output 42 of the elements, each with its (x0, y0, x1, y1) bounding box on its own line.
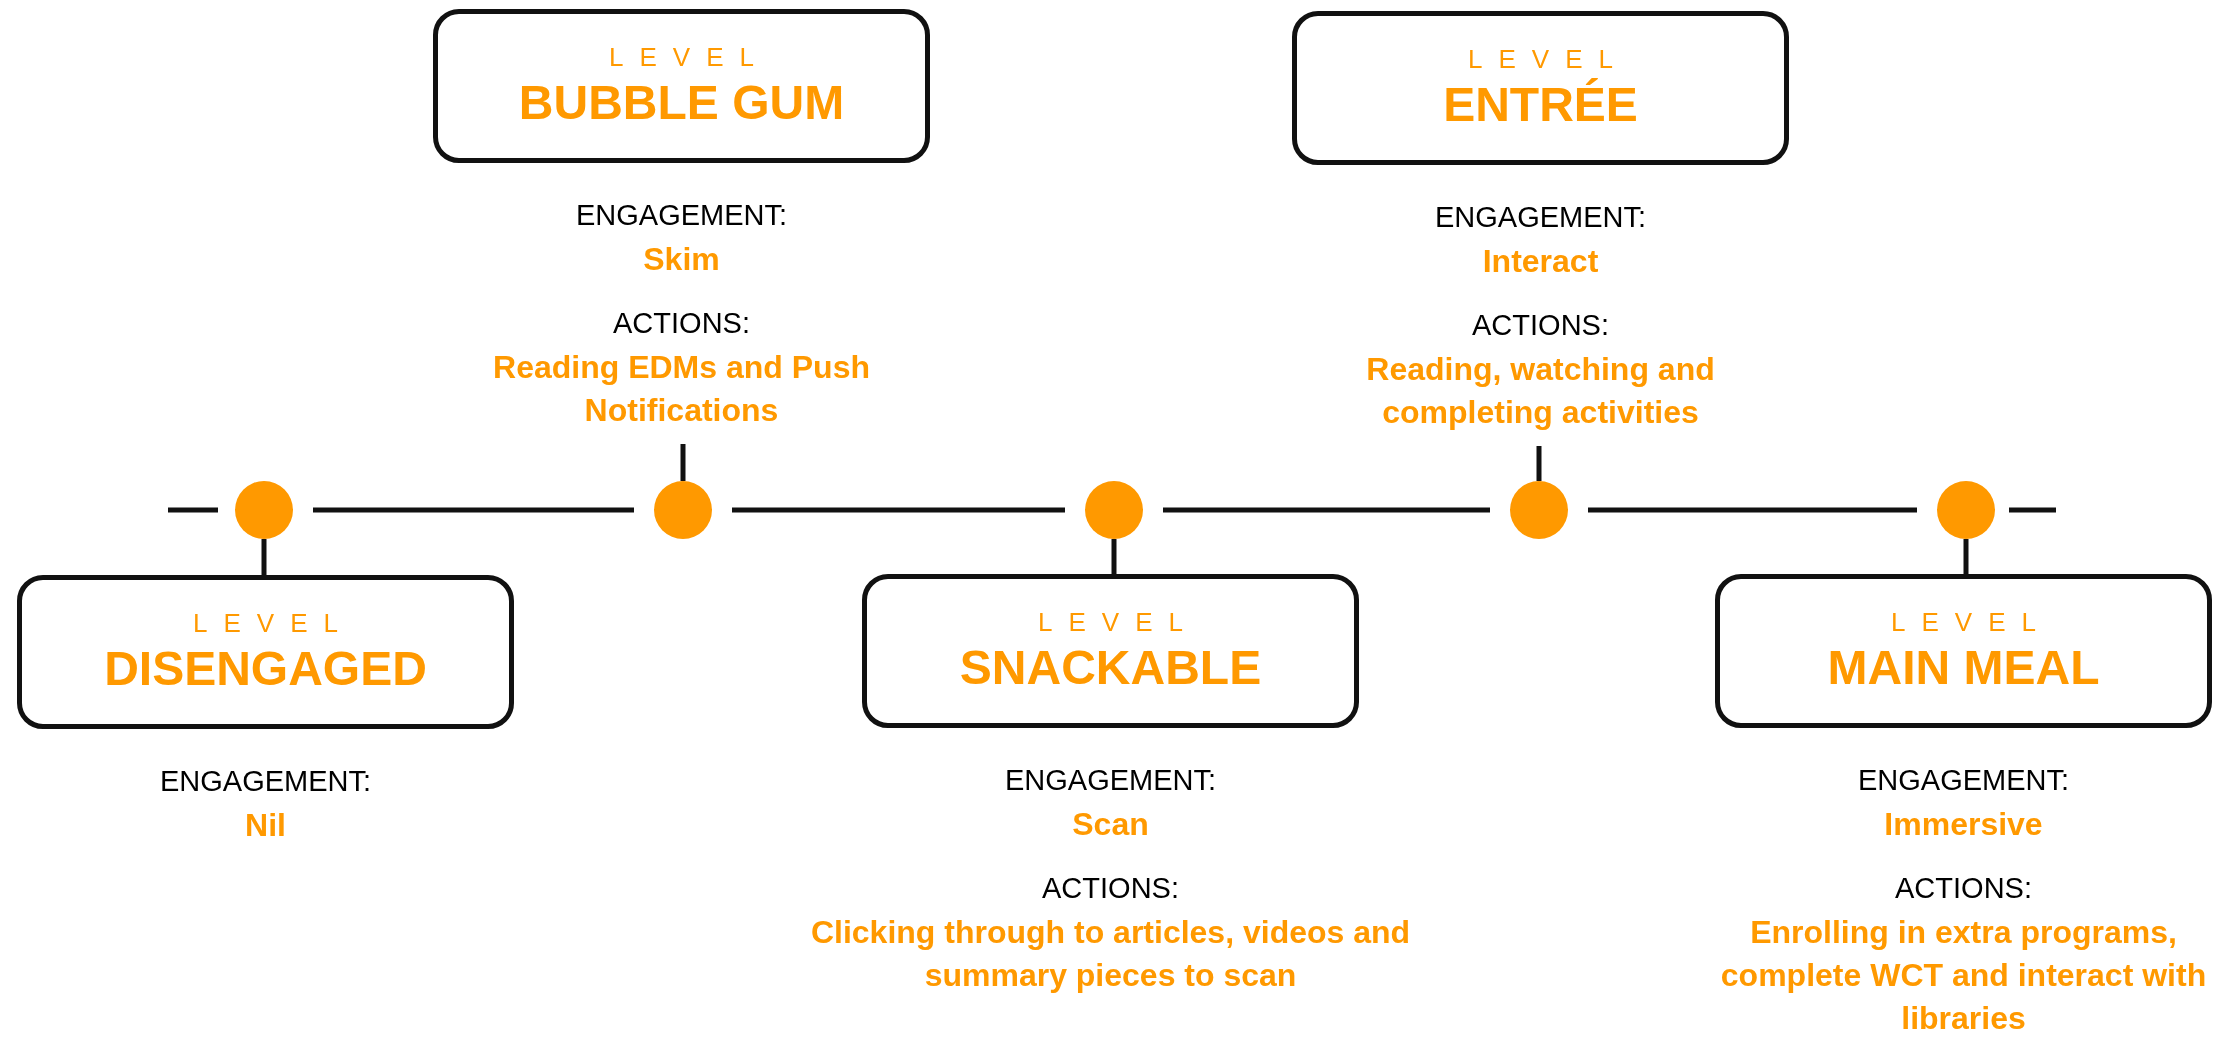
timeline-line (732, 507, 1065, 513)
field-label: ACTIONS: (1042, 872, 1179, 905)
timeline-line (1163, 507, 1490, 513)
level-name: MAIN MEAL (1827, 640, 2100, 695)
timeline-line (1588, 507, 1917, 513)
field-value: Skim (643, 240, 720, 279)
timeline-dot (1937, 481, 1995, 539)
field-value: Enrolling in extra programs, complete WCT and interact with libraries (1719, 913, 2208, 1038)
timeline-dot (654, 481, 712, 539)
level-caption: LEVEL (1891, 607, 2052, 638)
field-label: ENGAGEMENT: (1857, 764, 2070, 797)
timeline-dot (235, 481, 293, 539)
connector-line (1536, 446, 1542, 481)
connector-line (261, 539, 267, 575)
field-label: ENGAGEMENT: (1434, 201, 1647, 234)
field-value: Reading, watching and completing activities (1365, 350, 1716, 432)
level-caption: LEVEL (609, 42, 770, 73)
level-caption: LEVEL (1468, 44, 1629, 75)
field-value: Nil (245, 806, 286, 845)
field-label: ACTIONS: (613, 307, 750, 340)
level-name: DISENGAGED (104, 641, 427, 696)
field-label: ENGAGEMENT: (1004, 764, 1217, 797)
field-value: Interact (1482, 242, 1599, 281)
timeline-dot (1510, 481, 1568, 539)
connector-line (1111, 539, 1117, 574)
timeline-dot (1085, 481, 1143, 539)
level-name: BUBBLE GUM (518, 75, 845, 130)
level-caption: LEVEL (193, 608, 354, 639)
timeline-line (313, 507, 634, 513)
level-name: SNACKABLE (959, 640, 1262, 695)
field-value: Clicking through to articles, videos and summary pieces to scan (809, 913, 1412, 995)
connector-line (1963, 539, 1969, 574)
level-name: ENTRÉE (1443, 77, 1638, 132)
field-value: Scan (1072, 805, 1149, 844)
connector-line (680, 444, 686, 481)
field-value: Reading EDMs and Push Notifications (492, 348, 871, 430)
field-label: ACTIONS: (1895, 872, 2032, 905)
field-label: ENGAGEMENT: (159, 765, 372, 798)
level-caption: LEVEL (1038, 607, 1199, 638)
field-value: Immersive (1884, 805, 2043, 844)
field-label: ACTIONS: (1472, 309, 1609, 342)
field-label: ENGAGEMENT: (575, 199, 788, 232)
